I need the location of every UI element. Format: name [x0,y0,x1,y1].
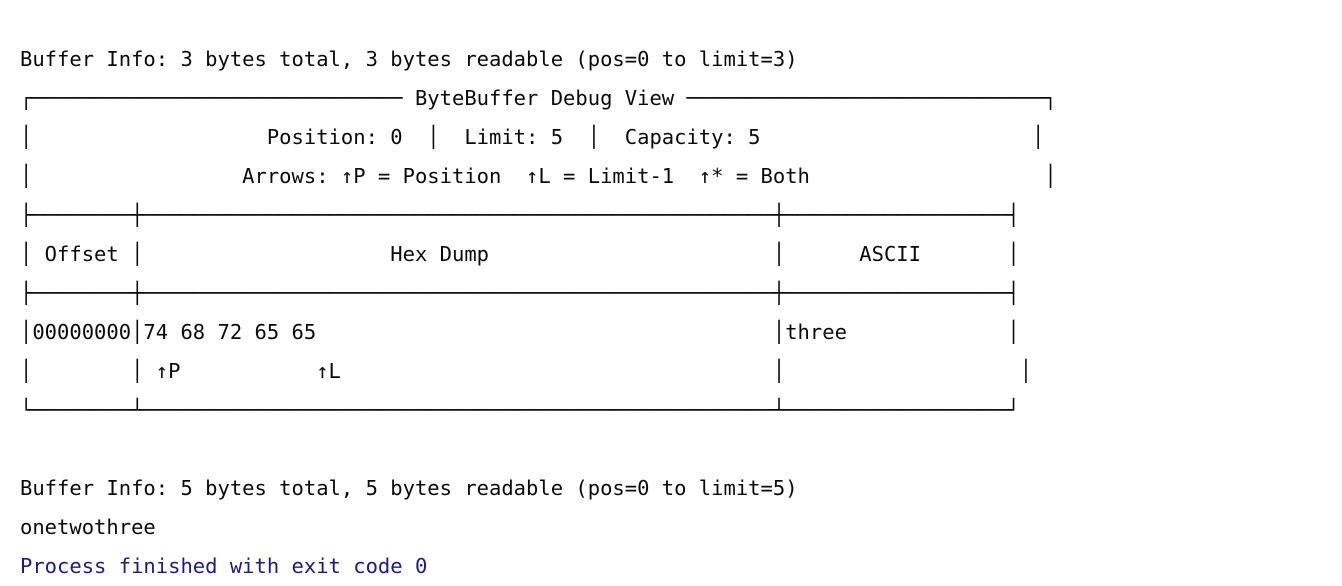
table-header-row: │ Offset │ Hex Dump │ ASCII │ [20,242,1020,266]
console-output-panel: Buffer Info: 3 bytes total, 3 bytes read… [20,40,1322,586]
table-row: │00000000│74 68 72 65 65 │three │ [20,320,1020,344]
table-arrow-marker-row: │ │ ↑P ↑L │ │ [20,359,1033,383]
buffer-info-line-1: Buffer Info: 3 bytes total, 3 bytes read… [20,47,798,71]
table-separator-top: ├────────┼──────────────────────────────… [20,203,1020,227]
debug-view-stats-line: │ Position: 0 │ Limit: 5 │ Capacity: 5 │ [20,125,1045,149]
buffer-info-line-2: Buffer Info: 5 bytes total, 5 bytes read… [20,476,798,500]
blank-line [20,430,1322,469]
process-exit-line: Process finished with exit code 0 [20,554,428,578]
table-separator-middle: ├────────┼──────────────────────────────… [20,281,1020,305]
table-separator-bottom: └────────┴──────────────────────────────… [20,398,1020,422]
result-output-line: onetwothree [20,515,156,539]
debug-view-arrows-legend-line: │ Arrows: ↑P = Position ↑L = Limit-1 ↑* … [20,164,1057,188]
debug-view-title-border: ┌────────────────────────────── ByteBuff… [20,86,1057,110]
